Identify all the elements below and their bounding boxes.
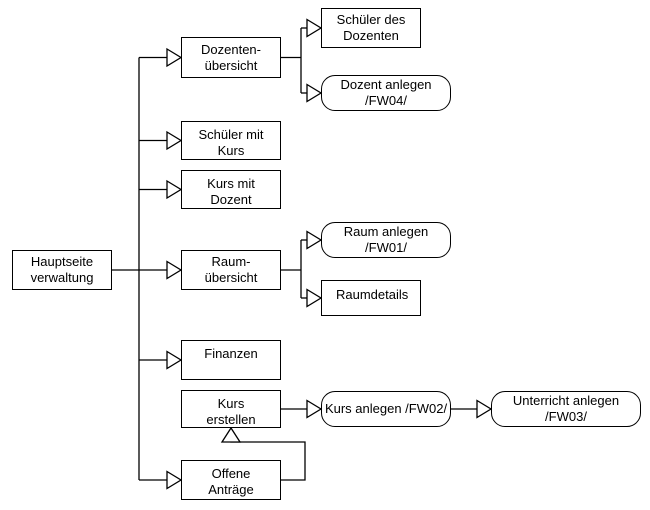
node-kurs-erstellen[interactable]: Kurs erstellen (181, 390, 281, 428)
node-dozent-anlegen-fw04[interactable]: Dozent anlegen /FW04/ (321, 75, 451, 111)
node-raumdetails[interactable]: Raumdetails (321, 280, 421, 316)
node-kurs-anlegen-fw02[interactable]: Kurs anlegen /FW02/ (321, 391, 451, 427)
arrowhead-kursanlegen (306, 399, 323, 419)
node-kurs-mit-dozent[interactable]: Kurs mit Dozent (181, 170, 281, 209)
node-raum-anlegen-fw01[interactable]: Raum anlegen /FW01/ (321, 222, 451, 258)
arrowhead-dozenten (166, 47, 183, 68)
node-offene-antraege[interactable]: Offene Anträge (181, 460, 281, 500)
arrowhead-raum (166, 260, 183, 280)
node-finanzen[interactable]: Finanzen (181, 340, 281, 380)
arrowhead-schuelerdoz (306, 18, 323, 38)
node-dozenten-uebersicht[interactable]: Dozenten- übersicht (181, 37, 281, 78)
arrowhead-raumanlegen (306, 230, 323, 250)
node-raum-uebersicht[interactable]: Raum- übersicht (181, 250, 281, 290)
arrowhead-unterricht (476, 399, 493, 419)
node-schueler-des-dozenten[interactable]: Schüler des Dozenten (321, 8, 421, 48)
node-hauptseite-verwaltung[interactable]: Hauptseite verwaltung (12, 250, 112, 290)
arrowhead-offene (166, 470, 183, 490)
arrowhead-raumdetails (306, 288, 323, 308)
arrowhead-schuelerkurs (166, 130, 183, 151)
node-unterricht-anlegen-fw03[interactable]: Unterricht anlegen /FW03/ (491, 391, 641, 427)
arrowhead-dozentanlegen (306, 83, 323, 103)
node-schueler-mit-kurs[interactable]: Schüler mit Kurs (181, 121, 281, 160)
arrowhead-finanzen (166, 350, 183, 370)
arrowhead-kurserstellen-bottom (220, 426, 242, 443)
arrowhead-kursdozent (166, 179, 183, 200)
